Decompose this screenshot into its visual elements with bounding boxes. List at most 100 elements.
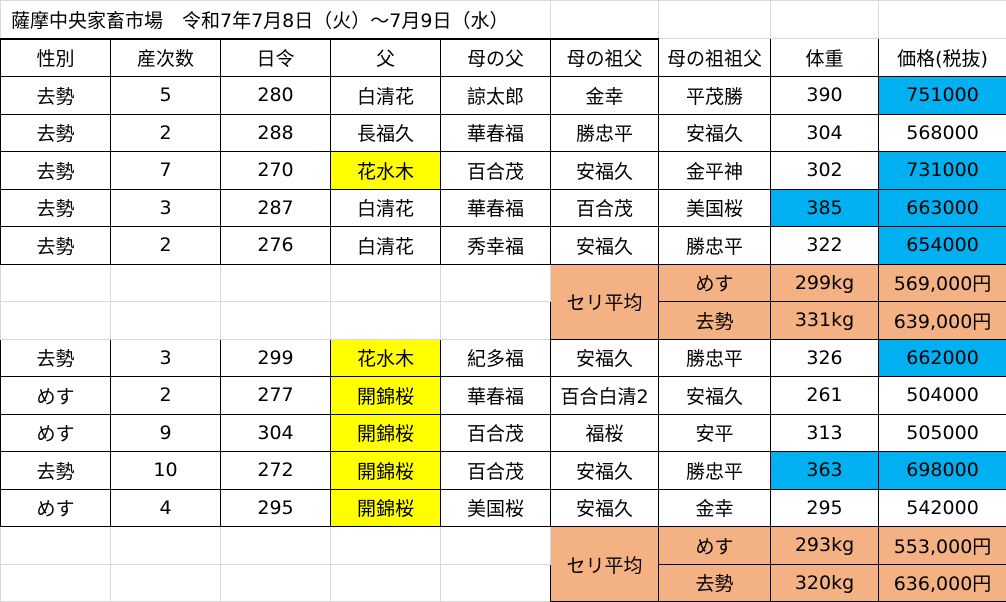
- cell-weight[interactable]: 326: [771, 339, 879, 377]
- avg-sex[interactable]: 去勢: [659, 302, 771, 340]
- header-cell[interactable]: 母の父: [441, 39, 551, 77]
- cell-price[interactable]: 505000: [879, 414, 1006, 452]
- cell-age-days[interactable]: 277: [221, 377, 331, 415]
- cell-sex[interactable]: 去勢: [1, 452, 111, 490]
- cell[interactable]: [1, 302, 111, 340]
- cell[interactable]: [331, 564, 441, 602]
- cell-dam-grandsire[interactable]: 安福久: [551, 152, 659, 190]
- cell-weight[interactable]: 390: [771, 77, 879, 115]
- cell-dam-great-grandsire[interactable]: 安福久: [659, 377, 771, 415]
- cell-sex[interactable]: めす: [1, 377, 111, 415]
- cell-dam-great-grandsire[interactable]: 安福久: [659, 114, 771, 152]
- cell-dam-grandsire[interactable]: 安福久: [551, 227, 659, 265]
- cell-dam-sire[interactable]: 華春福: [441, 377, 551, 415]
- cell[interactable]: [441, 264, 551, 302]
- cell-sire[interactable]: 白清花: [331, 77, 441, 115]
- avg-sex[interactable]: めす: [659, 264, 771, 302]
- avg-price[interactable]: 636,000円: [879, 564, 1006, 602]
- cell-age-days[interactable]: 304: [221, 414, 331, 452]
- cell-parity[interactable]: 2: [111, 114, 221, 152]
- auction-average-label[interactable]: セリ平均: [551, 264, 659, 339]
- cell-sex[interactable]: 去勢: [1, 152, 111, 190]
- cell-price[interactable]: 654000: [879, 227, 1006, 265]
- cell-weight[interactable]: 304: [771, 114, 879, 152]
- cell-sex[interactable]: めす: [1, 414, 111, 452]
- cell-sex[interactable]: 去勢: [1, 114, 111, 152]
- cell-weight[interactable]: 322: [771, 227, 879, 265]
- cell-dam-grandsire[interactable]: 金幸: [551, 77, 659, 115]
- cell-dam-grandsire[interactable]: 福桜: [551, 414, 659, 452]
- cell[interactable]: [221, 564, 331, 602]
- cell-dam-grandsire[interactable]: 百合茂: [551, 189, 659, 227]
- avg-weight[interactable]: 299kg: [771, 264, 879, 302]
- header-cell[interactable]: 産次数: [111, 39, 221, 77]
- cell[interactable]: [441, 302, 551, 340]
- cell-sex[interactable]: 去勢: [1, 227, 111, 265]
- header-cell[interactable]: 母の祖祖父: [659, 39, 771, 77]
- cell-dam-sire[interactable]: 百合茂: [441, 452, 551, 490]
- cell-price[interactable]: 568000: [879, 114, 1006, 152]
- cell-sire[interactable]: 開錦桜: [331, 414, 441, 452]
- cell-sire[interactable]: 開錦桜: [331, 489, 441, 527]
- cell[interactable]: [331, 302, 441, 340]
- header-cell[interactable]: 体重: [771, 39, 879, 77]
- cell-weight[interactable]: 261: [771, 377, 879, 415]
- cell-dam-great-grandsire[interactable]: 勝忠平: [659, 452, 771, 490]
- header-cell[interactable]: 母の祖父: [551, 39, 659, 77]
- cell-weight[interactable]: 385: [771, 189, 879, 227]
- cell-sire[interactable]: 開錦桜: [331, 452, 441, 490]
- cell[interactable]: [221, 302, 331, 340]
- avg-price[interactable]: 639,000円: [879, 302, 1006, 340]
- cell-price[interactable]: 504000: [879, 377, 1006, 415]
- sheet-title[interactable]: 薩摩中央家畜市場 令和7年7月8日（火）〜7月9日（水）: [1, 1, 551, 39]
- cell-age-days[interactable]: 287: [221, 189, 331, 227]
- cell-weight[interactable]: 302: [771, 152, 879, 190]
- cell-price[interactable]: 731000: [879, 152, 1006, 190]
- cell-sex[interactable]: 去勢: [1, 339, 111, 377]
- cell-sire[interactable]: 長福久: [331, 114, 441, 152]
- avg-sex[interactable]: 去勢: [659, 564, 771, 602]
- cell-dam-sire[interactable]: 秀幸福: [441, 227, 551, 265]
- cell-price[interactable]: 663000: [879, 189, 1006, 227]
- cell-sire[interactable]: 白清花: [331, 189, 441, 227]
- header-cell[interactable]: 父: [331, 39, 441, 77]
- cell-weight[interactable]: 313: [771, 414, 879, 452]
- avg-weight[interactable]: 293kg: [771, 527, 879, 565]
- cell[interactable]: [331, 264, 441, 302]
- cell-dam-great-grandsire[interactable]: 金平神: [659, 152, 771, 190]
- cell-dam-sire[interactable]: 華春福: [441, 189, 551, 227]
- cell-weight[interactable]: 295: [771, 489, 879, 527]
- avg-sex[interactable]: めす: [659, 527, 771, 565]
- cell[interactable]: [111, 527, 221, 565]
- cell-age-days[interactable]: 272: [221, 452, 331, 490]
- cell-parity[interactable]: 10: [111, 452, 221, 490]
- header-cell[interactable]: 日令: [221, 39, 331, 77]
- cell-dam-grandsire[interactable]: 安福久: [551, 489, 659, 527]
- cell[interactable]: [879, 1, 1006, 39]
- cell-dam-sire[interactable]: 美国桜: [441, 489, 551, 527]
- cell[interactable]: [221, 264, 331, 302]
- avg-price[interactable]: 569,000円: [879, 264, 1006, 302]
- cell-sex[interactable]: 去勢: [1, 189, 111, 227]
- cell-dam-great-grandsire[interactable]: 安平: [659, 414, 771, 452]
- cell-sire[interactable]: 花水木: [331, 339, 441, 377]
- cell-dam-grandsire[interactable]: 勝忠平: [551, 114, 659, 152]
- cell-parity[interactable]: 2: [111, 377, 221, 415]
- avg-weight[interactable]: 320kg: [771, 564, 879, 602]
- cell-dam-grandsire[interactable]: 安福久: [551, 452, 659, 490]
- cell[interactable]: [1, 527, 111, 565]
- cell-parity[interactable]: 9: [111, 414, 221, 452]
- cell-price[interactable]: 542000: [879, 489, 1006, 527]
- header-cell[interactable]: 価格(税抜): [879, 39, 1006, 77]
- cell[interactable]: [659, 1, 771, 39]
- cell-dam-great-grandsire[interactable]: 勝忠平: [659, 227, 771, 265]
- cell-parity[interactable]: 3: [111, 189, 221, 227]
- cell-price[interactable]: 698000: [879, 452, 1006, 490]
- cell-age-days[interactable]: 280: [221, 77, 331, 115]
- cell[interactable]: [221, 527, 331, 565]
- cell[interactable]: [111, 564, 221, 602]
- cell-age-days[interactable]: 295: [221, 489, 331, 527]
- cell-age-days[interactable]: 270: [221, 152, 331, 190]
- header-cell[interactable]: 性別: [1, 39, 111, 77]
- cell-sire[interactable]: 白清花: [331, 227, 441, 265]
